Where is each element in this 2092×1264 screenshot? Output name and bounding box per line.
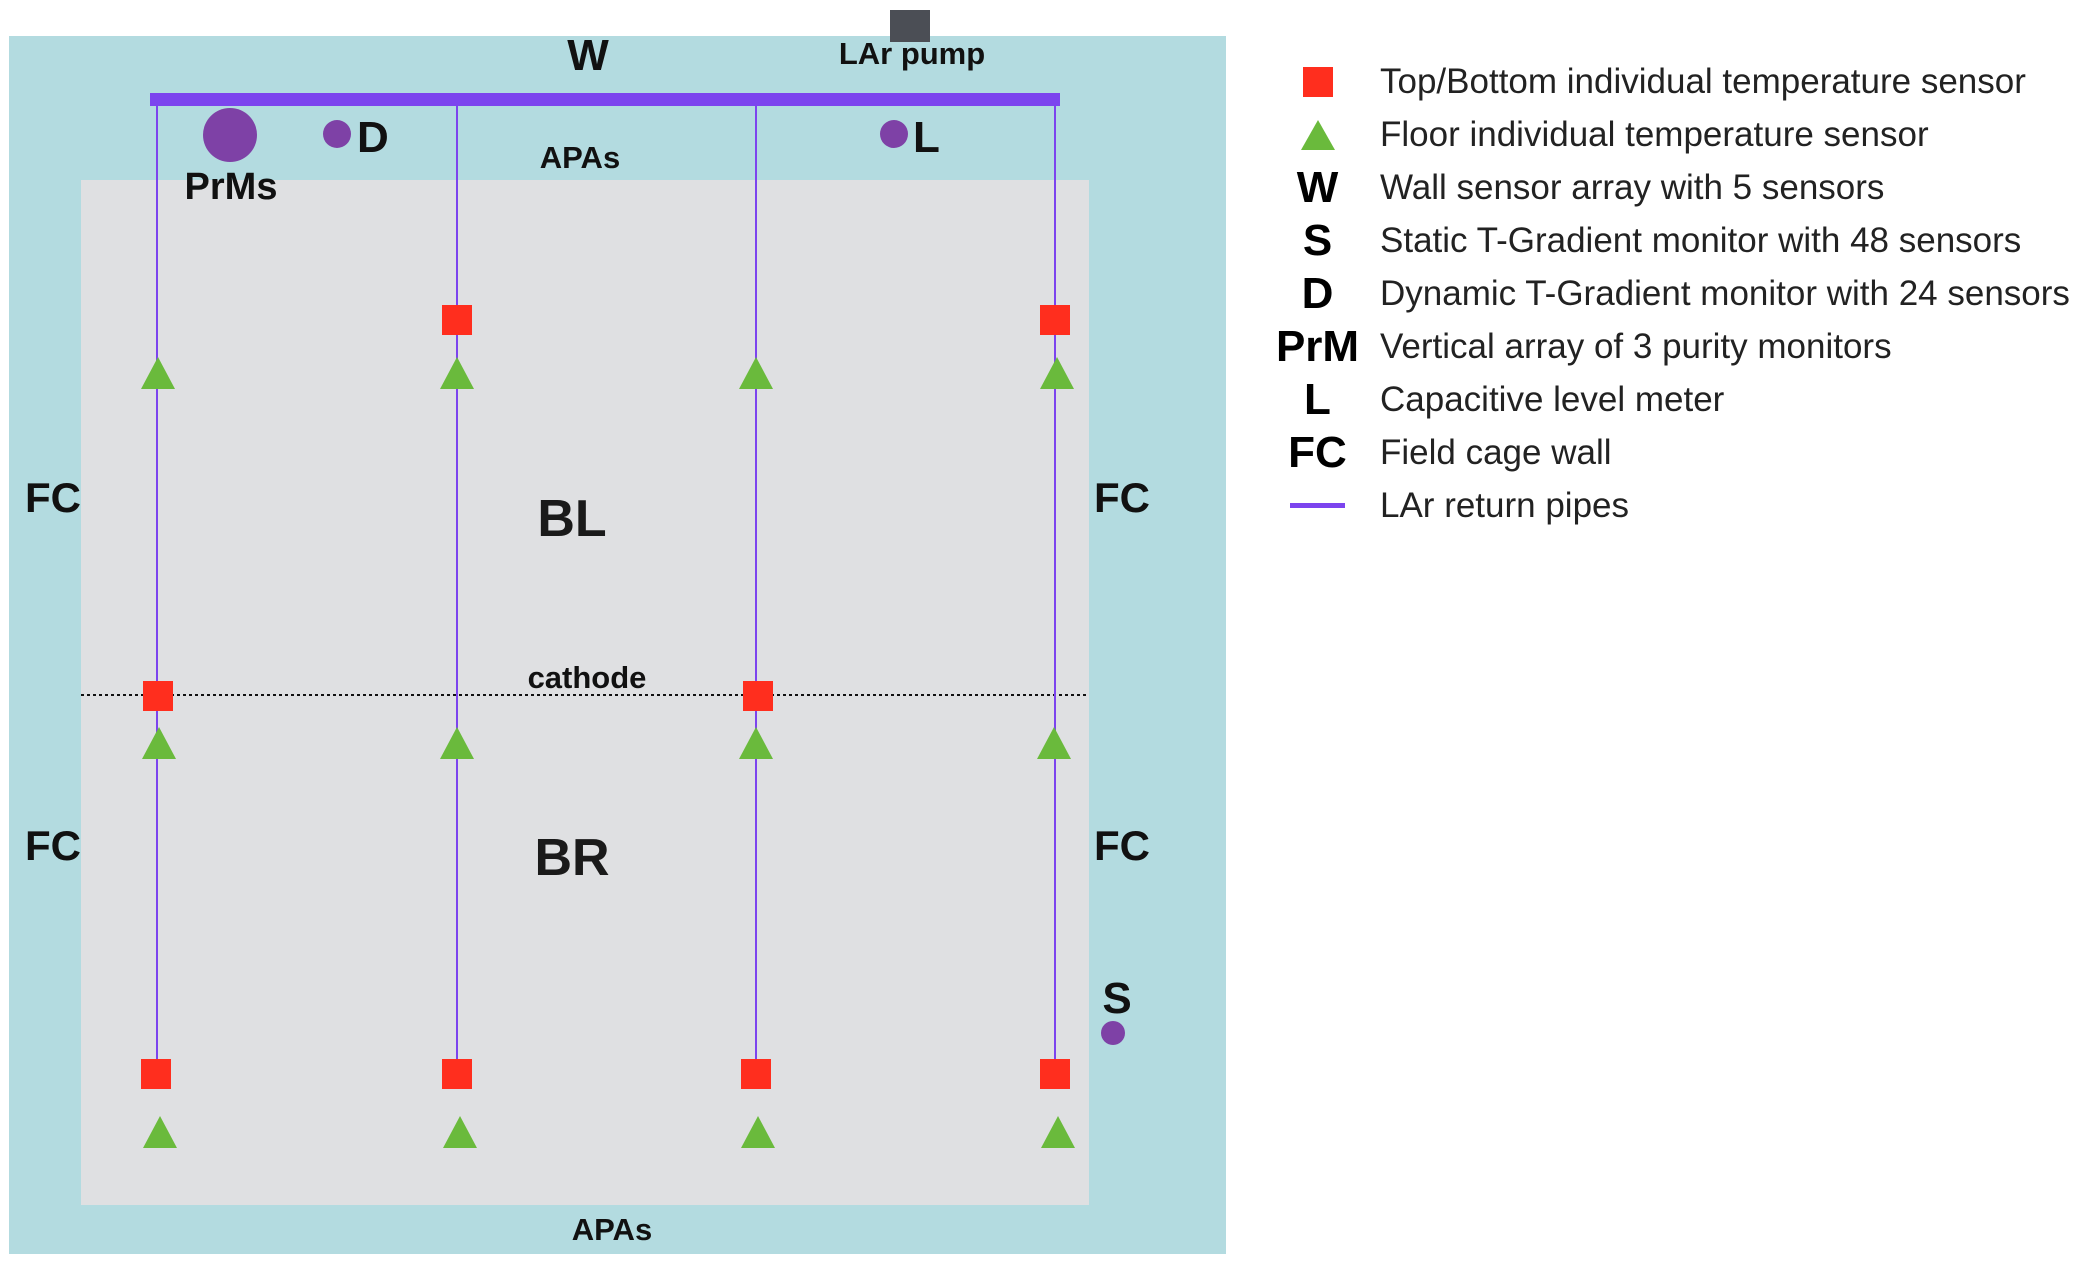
temp-sensor-square	[741, 1059, 771, 1089]
temp-sensor-square	[141, 1059, 171, 1089]
level-meter-dot	[880, 120, 908, 148]
legend-row: Floor individual temperature sensor	[1270, 108, 2090, 161]
static-label: S	[1102, 974, 1131, 1023]
legend-text: Static T-Gradient monitor with 48 sensor…	[1380, 220, 2022, 260]
pump-label: LAr pump	[839, 36, 985, 71]
fc-right-upper-label: FC	[1094, 474, 1150, 521]
legend-symbol: W	[1296, 162, 1339, 212]
level-label: L	[913, 113, 940, 162]
inner-region	[81, 180, 1089, 1205]
legend-row: FC Field cage wall	[1270, 426, 2090, 479]
legend-text: Field cage wall	[1380, 432, 1612, 472]
legend-text: Wall sensor array with 5 sensors	[1380, 167, 1885, 207]
temp-sensor-square	[143, 681, 173, 711]
green-triangle-icon	[1300, 119, 1335, 150]
legend-row: W Wall sensor array with 5 sensors	[1270, 161, 2090, 214]
pipe-header	[150, 93, 1060, 106]
legend-row: S Static T-Gradient monitor with 48 sens…	[1270, 214, 2090, 267]
cathode-label: cathode	[528, 660, 647, 695]
legend: Top/Bottom individual temperature sensor…	[1270, 55, 2090, 532]
legend-text: Vertical array of 3 purity monitors	[1380, 326, 1892, 366]
legend-symbol: S	[1302, 215, 1333, 265]
dynamic-label: D	[357, 113, 389, 162]
static-monitor-dot	[1101, 1021, 1125, 1045]
floor-sensor-triangle	[440, 357, 474, 389]
legend-text: LAr return pipes	[1380, 485, 1630, 525]
floor-sensor-triangle	[443, 1116, 477, 1148]
floor-sensor-triangle	[141, 357, 175, 389]
detector-diagram: W LAr pump PrMs D L APAs APAs FC FC FC F…	[9, 10, 1226, 1254]
floor-sensor-triangle	[1037, 727, 1071, 759]
purple-line-icon	[1290, 503, 1345, 508]
legend-symbol: D	[1301, 268, 1334, 318]
legend-text: Floor individual temperature sensor	[1380, 114, 1929, 154]
legend-symbol: L	[1304, 374, 1331, 424]
apas-top-label: APAs	[540, 140, 620, 175]
legend-row: Top/Bottom individual temperature sensor	[1270, 55, 2090, 108]
fc-left-lower-label: FC	[25, 822, 81, 869]
temp-sensor-square	[1040, 1059, 1070, 1089]
floor-sensor-triangle	[143, 1116, 177, 1148]
br-label: BR	[534, 829, 609, 887]
wall-label: W	[567, 31, 609, 80]
dynamic-monitor-dot	[323, 120, 351, 148]
legend-symbol: FC	[1288, 427, 1347, 477]
legend-row: PrM Vertical array of 3 purity monitors	[1270, 320, 2090, 373]
legend-row: LAr return pipes	[1270, 479, 2090, 532]
legend-text: Dynamic T-Gradient monitor with 24 senso…	[1380, 273, 2070, 313]
prms-circle	[203, 108, 257, 162]
legend-symbol: PrM	[1275, 321, 1360, 371]
lar-pump-box	[890, 10, 930, 42]
temp-sensor-square	[743, 681, 773, 711]
fc-left-upper-label: FC	[25, 474, 81, 521]
legend-text: Capacitive level meter	[1380, 379, 1725, 419]
temp-sensor-square	[442, 305, 472, 335]
floor-sensor-triangle	[1040, 357, 1074, 389]
red-square-icon	[1302, 66, 1333, 97]
fc-right-lower-label: FC	[1094, 822, 1150, 869]
floor-sensor-triangle	[440, 727, 474, 759]
floor-sensor-triangle	[739, 727, 773, 759]
temp-sensor-square	[1040, 305, 1070, 335]
temp-sensor-square	[442, 1059, 472, 1089]
bl-label: BL	[537, 490, 606, 548]
floor-sensor-triangle	[142, 727, 176, 759]
prms-label: PrMs	[185, 166, 278, 208]
floor-sensor-triangle	[1041, 1116, 1075, 1148]
legend-row: D Dynamic T-Gradient monitor with 24 sen…	[1270, 267, 2090, 320]
legend-text: Top/Bottom individual temperature sensor	[1380, 61, 2026, 101]
apas-bottom-label: APAs	[572, 1212, 652, 1247]
floor-sensor-triangle	[739, 357, 773, 389]
legend-row: L Capacitive level meter	[1270, 373, 2090, 426]
floor-sensor-triangle	[741, 1116, 775, 1148]
